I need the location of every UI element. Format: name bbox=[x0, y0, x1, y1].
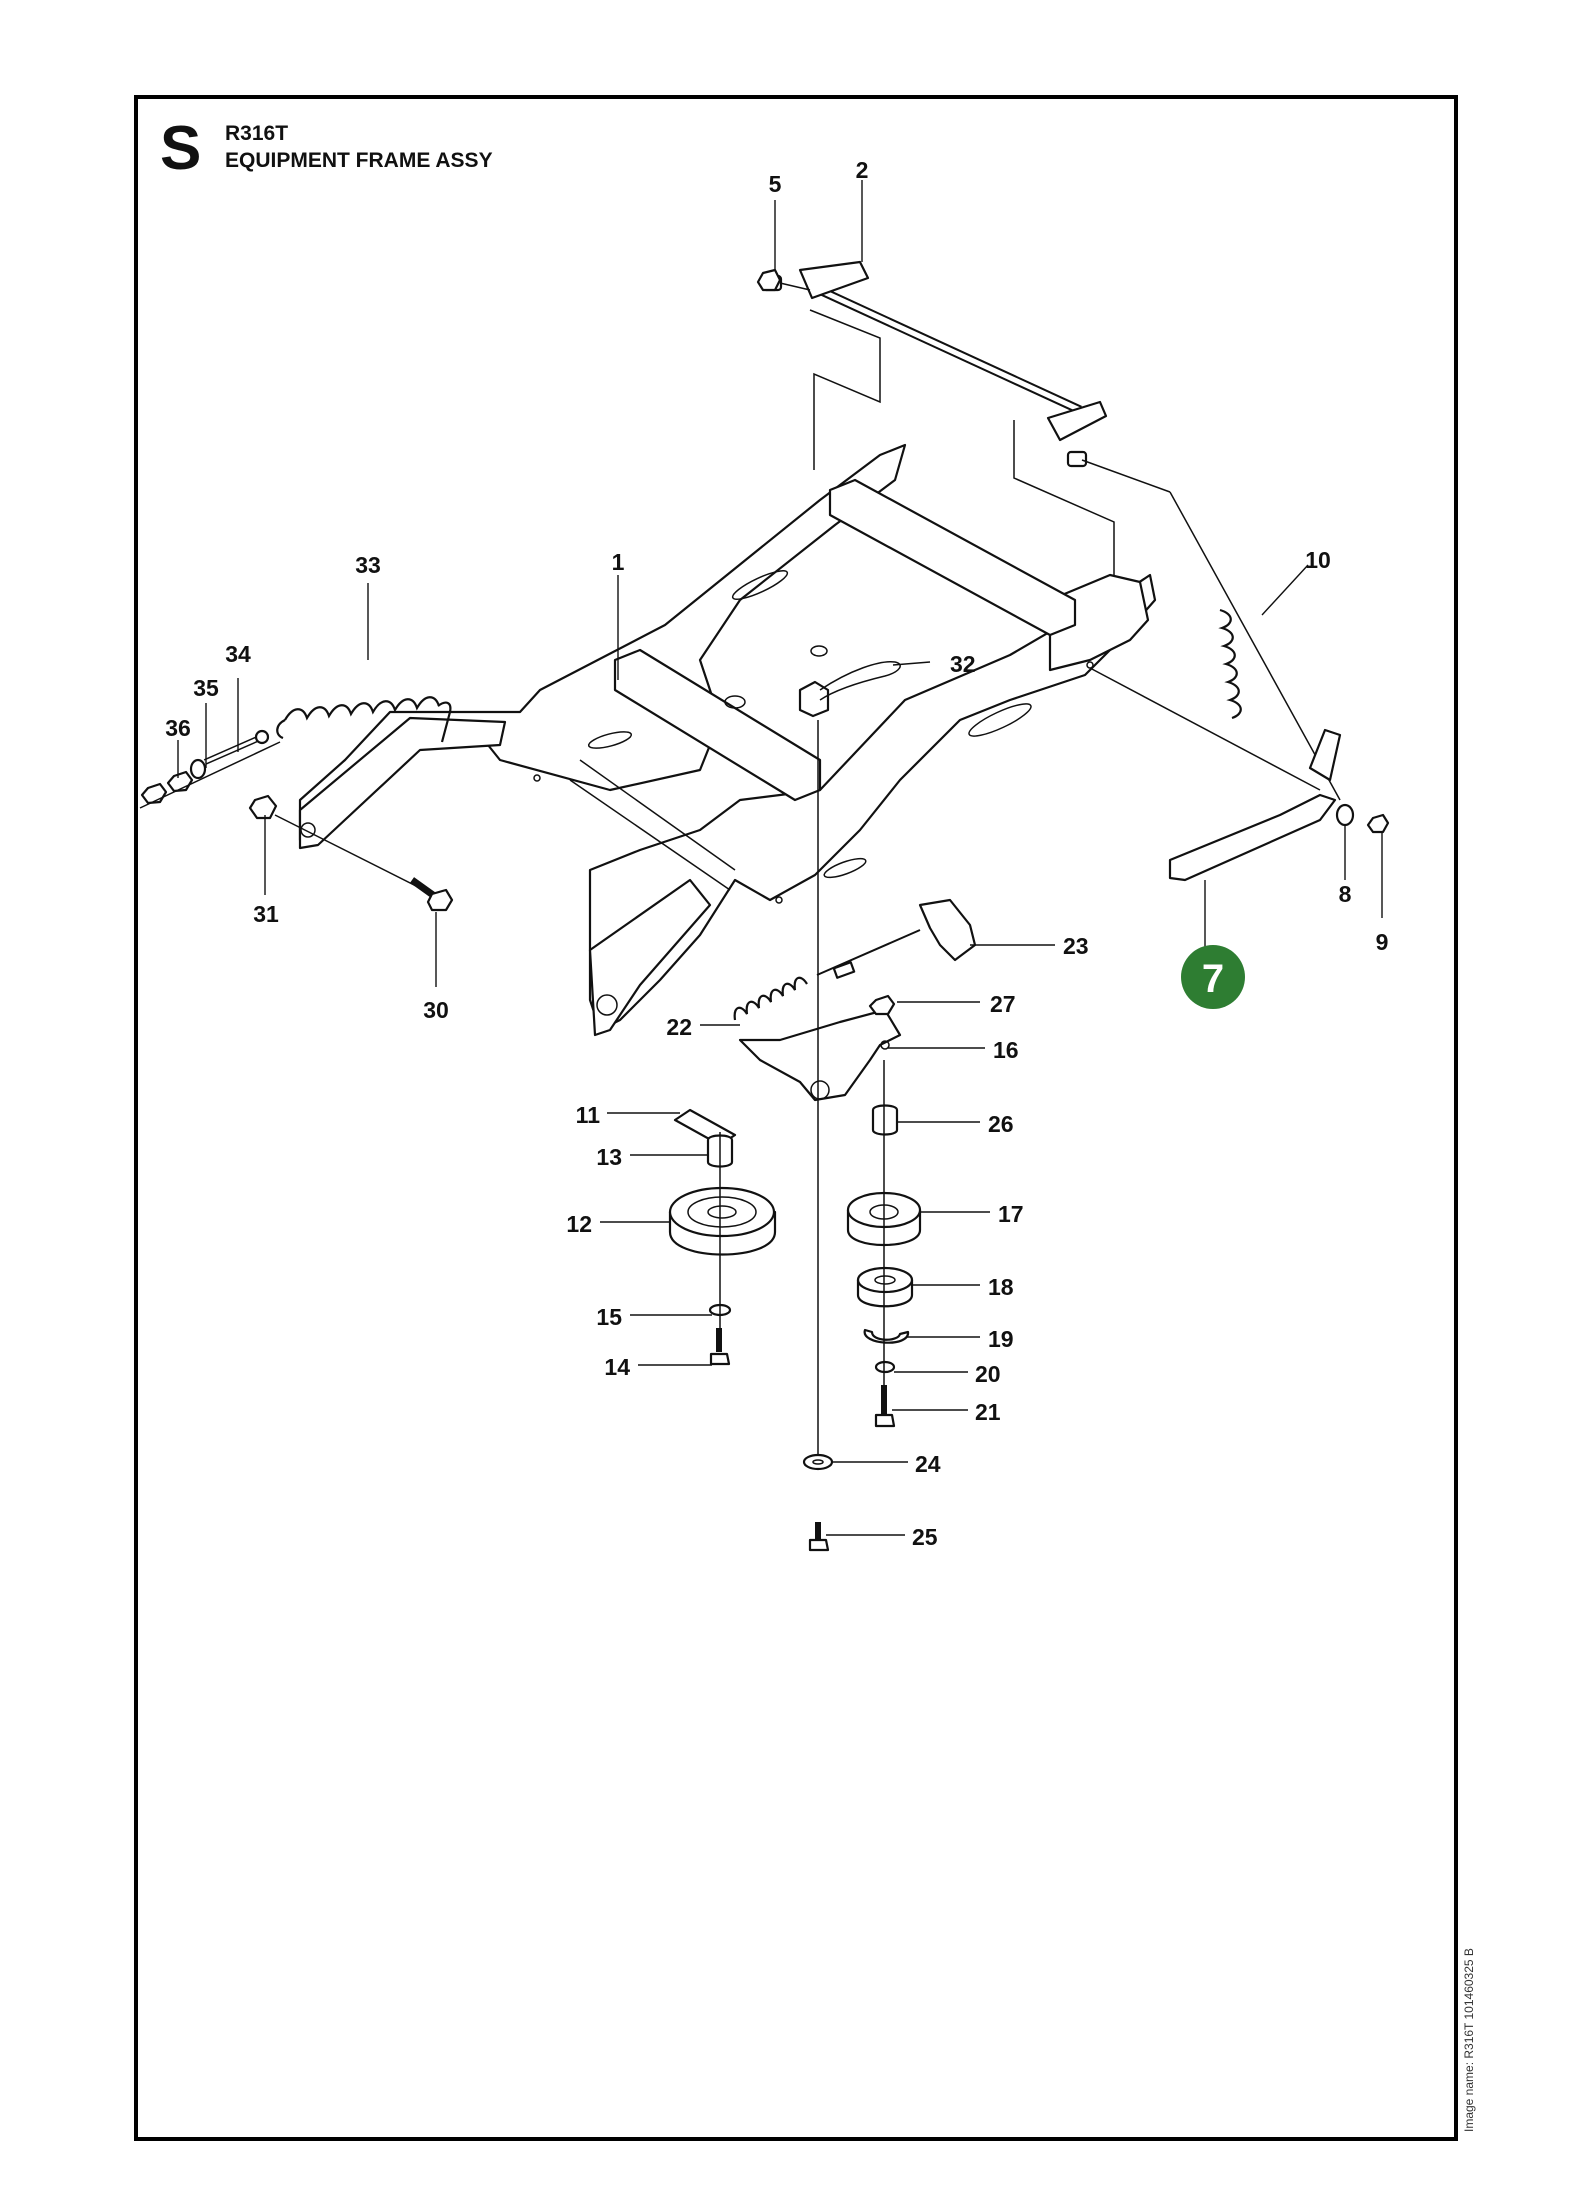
callout-11: 11 bbox=[576, 1102, 601, 1128]
part-washer-35 bbox=[189, 758, 207, 780]
callout-7: 7 bbox=[1202, 957, 1224, 1001]
part-lever-7 bbox=[1089, 667, 1342, 882]
callout-24: 24 bbox=[915, 1451, 941, 1477]
callout-34: 34 bbox=[225, 641, 251, 667]
callout-31: 31 bbox=[253, 901, 279, 927]
callout-21: 21 bbox=[975, 1399, 1001, 1425]
callout-33: 33 bbox=[355, 552, 381, 578]
model-name: R316T bbox=[225, 122, 289, 145]
section-letter: S bbox=[160, 114, 202, 183]
callout-9: 9 bbox=[1376, 929, 1389, 955]
callout-23: 23 bbox=[1063, 933, 1089, 959]
part-bolt-30 bbox=[274, 814, 454, 912]
part-nut-36 bbox=[166, 770, 194, 793]
callout-5: 5 bbox=[769, 171, 782, 197]
callout-14: 14 bbox=[604, 1354, 630, 1380]
callout-16: 16 bbox=[993, 1037, 1019, 1063]
callout-20: 20 bbox=[975, 1361, 1001, 1387]
callout-35: 35 bbox=[193, 675, 219, 701]
page-title: EQUIPMENT FRAME ASSY bbox=[225, 149, 493, 172]
callout-17: 17 bbox=[998, 1201, 1024, 1227]
leader-lines bbox=[177, 180, 1383, 1536]
callout-12: 12 bbox=[566, 1211, 592, 1237]
part-circlip-19 bbox=[863, 1328, 910, 1344]
page-frame bbox=[134, 95, 1458, 2141]
part-washer-20 bbox=[874, 1360, 896, 1374]
callout-22: 22 bbox=[666, 1014, 692, 1040]
callout-1: 1 bbox=[612, 549, 625, 575]
callout-36: 36 bbox=[165, 715, 191, 741]
callout-32: 32 bbox=[950, 651, 976, 677]
part-left-linkage-arm bbox=[298, 716, 507, 850]
part-nut-27 bbox=[868, 994, 896, 1016]
callout-15: 15 bbox=[596, 1304, 622, 1330]
part-bearing-18 bbox=[856, 1266, 914, 1308]
part-cable-23 bbox=[816, 898, 977, 979]
part-spring-22 bbox=[733, 976, 808, 1021]
part-bolt-14 bbox=[709, 1328, 731, 1366]
part-washer-8 bbox=[1335, 803, 1355, 827]
part-spacer-26 bbox=[871, 1104, 899, 1136]
part-washer-24 bbox=[802, 1453, 834, 1471]
callout-18: 18 bbox=[988, 1274, 1014, 1300]
part-pulley-12 bbox=[668, 1186, 777, 1256]
callout-2: 2 bbox=[856, 157, 869, 183]
callout-27: 27 bbox=[990, 991, 1016, 1017]
callout-25: 25 bbox=[912, 1524, 938, 1550]
part-bolt-25 bbox=[808, 1522, 830, 1552]
callout-26: 26 bbox=[988, 1111, 1014, 1137]
guide-line-left bbox=[809, 309, 881, 470]
part-idler-bracket-16 bbox=[738, 1008, 902, 1102]
part-spring-right bbox=[1081, 459, 1341, 801]
part-bolt-21 bbox=[874, 1385, 896, 1428]
part-clip-pin bbox=[724, 645, 901, 718]
callout-8: 8 bbox=[1339, 881, 1352, 907]
callout-13: 13 bbox=[596, 1144, 622, 1170]
part-adjust-bolt bbox=[203, 729, 270, 765]
part-nut-31 bbox=[248, 794, 278, 820]
part-nut-end bbox=[140, 782, 168, 805]
callout-10: 10 bbox=[1305, 547, 1331, 573]
callouts: 5 2 1 33 34 35 36 31 30 32 10 8 9 7 23 2… bbox=[165, 157, 1388, 1550]
part-top-rod bbox=[761, 260, 1108, 468]
part-spring-left bbox=[276, 696, 452, 743]
part-bolt-9 bbox=[1366, 813, 1390, 834]
callout-30: 30 bbox=[423, 997, 449, 1023]
callout-19: 19 bbox=[988, 1326, 1014, 1352]
guide-line-right bbox=[1013, 420, 1127, 591]
part-equipment-frame bbox=[298, 443, 1157, 1037]
callout-7-badge bbox=[1181, 945, 1245, 1009]
